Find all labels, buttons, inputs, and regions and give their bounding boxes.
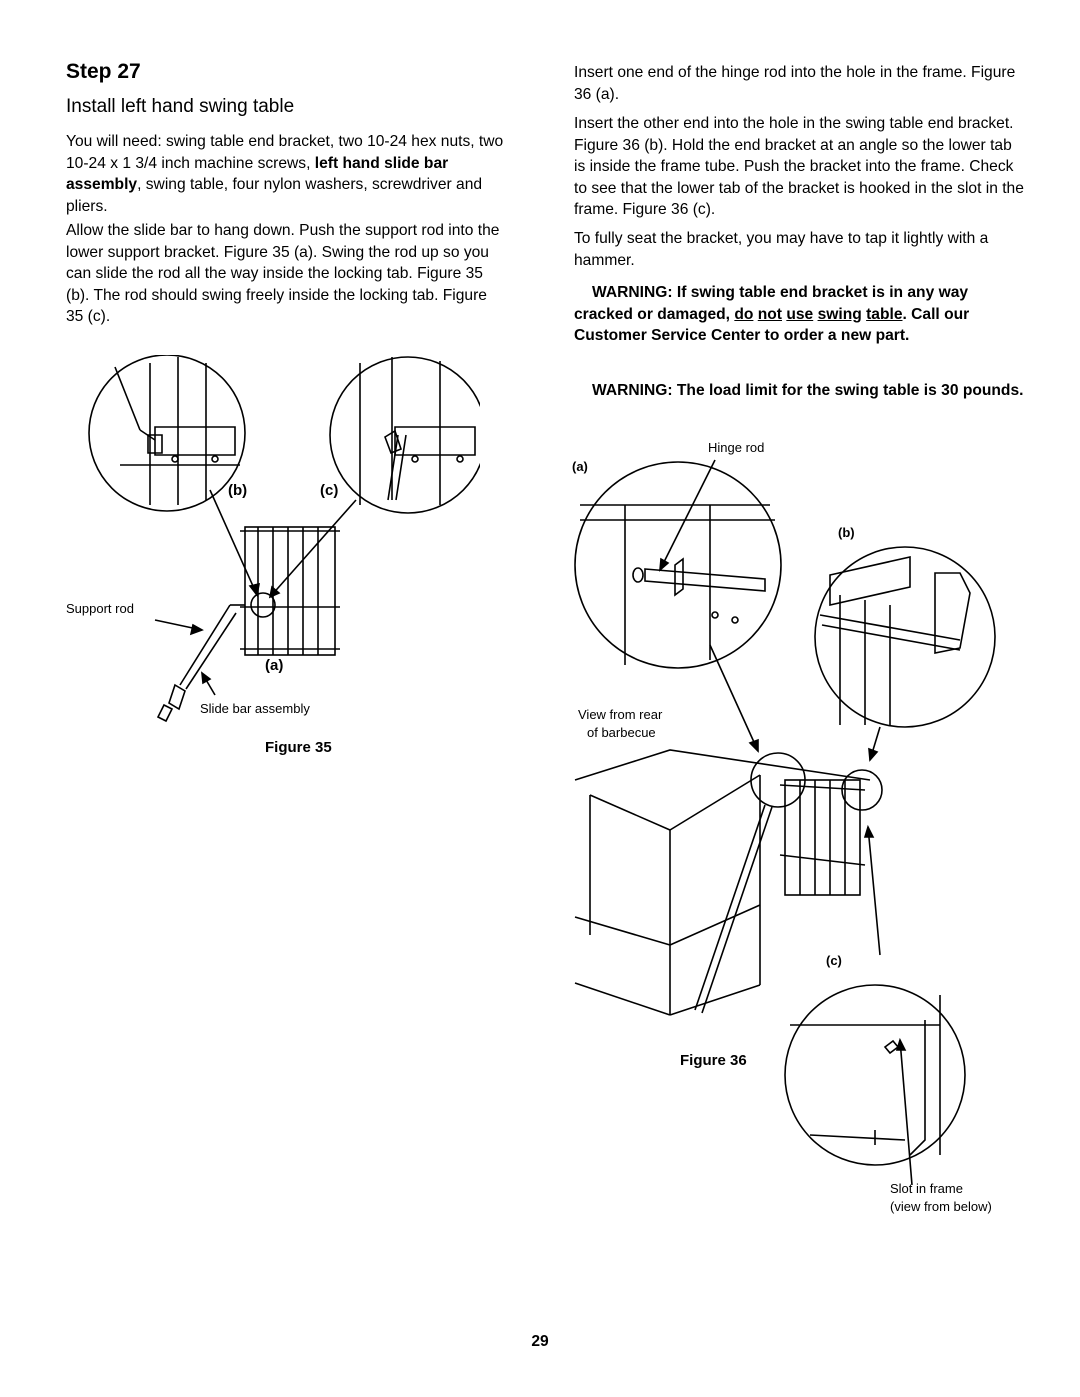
detail-b-circle (814, 546, 996, 728)
barbecue-cart (574, 749, 883, 1016)
detail-a-circle (574, 461, 782, 669)
hammer-paragraph: To fully seat the bracket, you may have … (574, 230, 989, 269)
warning1-u5: table (866, 305, 903, 323)
hinge-rod-paragraph: Insert one end of the hinge rod into the… (574, 64, 1016, 103)
warning-damaged-bracket: WARNING: If swing table end bracket is i… (574, 282, 1026, 347)
fig36-label-a: (a) (572, 459, 588, 474)
warning1-tail: . Call our Customer Service Center to or… (574, 305, 970, 345)
warning1-u3: use (786, 305, 814, 323)
materials-text-b: , swing table, four nylon washers, screw… (66, 176, 483, 215)
figure-36-caption: Figure 36 (680, 1052, 747, 1069)
materials-text-a: You will need: swing table end bracket, … (66, 133, 504, 172)
fig36-label-b: (b) (838, 525, 855, 540)
warning1-u4: swing (817, 305, 862, 323)
slot-label-1: Slot in frame (890, 1181, 963, 1196)
fig35-label-a: (a) (265, 657, 283, 674)
detail-c-circle (784, 984, 966, 1166)
detail-b-circle (88, 355, 246, 512)
slot-label-2: (view from below) (890, 1199, 992, 1214)
warning1-u2: not (757, 305, 782, 323)
view-rear-label-1: View from rear (578, 707, 663, 722)
slide-bar-assembly (156, 604, 245, 723)
figure-35-caption: Figure 35 (265, 739, 332, 756)
materials-bold: left hand slide bar assembly (66, 154, 449, 194)
support-rod-label: Support rod (66, 601, 134, 616)
warning-load-limit: WARNING: The load limit for the swing ta… (574, 380, 1026, 402)
page-number: 29 (531, 1333, 549, 1350)
step-title: Step 27 (66, 60, 141, 83)
fig36-label-c: (c) (826, 953, 842, 968)
figure-35-illustration: (b) (c) (a) Support rod Slide bar assemb… (66, 355, 480, 756)
warning2-text: WARNING: The load limit for the swing ta… (592, 382, 1024, 399)
warning1-u1: do (734, 305, 754, 323)
figure-36-illustration: Hinge rod (a) (b) View from rear of barb… (572, 440, 996, 1214)
fig35-label-b: (b) (228, 482, 247, 499)
materials-paragraph: You will need: swing table end bracket, … (66, 131, 506, 217)
bracket-paragraph: Insert the other end into the hole in th… (574, 115, 1024, 218)
step-subtitle: Install left hand swing table (66, 96, 295, 117)
warning1-lead: WARNING: If swing table end bracket is i… (574, 284, 969, 323)
hinge-rod-label: Hinge rod (708, 440, 764, 455)
slide-bar-label: Slide bar assembly (200, 701, 310, 716)
detail-c-circle (329, 356, 480, 514)
fig35-label-c: (c) (320, 482, 338, 499)
view-rear-label-2: of barbecue (587, 725, 656, 740)
slide-bar-paragraph: Allow the slide bar to hang down. Push t… (66, 222, 500, 325)
